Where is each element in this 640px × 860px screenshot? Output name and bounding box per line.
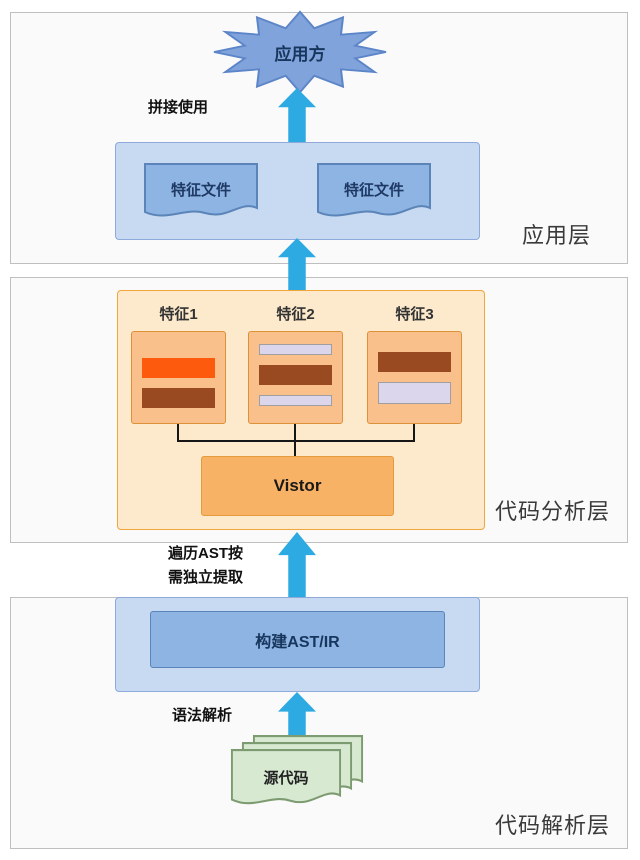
connector-line [294,424,296,441]
source-code-stack: 源代码 [230,735,370,824]
feature-file-document-2: 特征文件 [316,162,432,226]
application-layer-label: 应用层 [522,223,592,248]
connector-line [413,424,415,441]
document-shape-icon [317,163,431,217]
application-consumer-star: 应用方 [212,10,388,94]
starburst-shape-icon [213,10,387,94]
feature-3-label: 特征3 [395,306,434,323]
visitor-label: Vistor [273,476,322,495]
feature-2-label: 特征2 [276,306,315,323]
feature-2-bar-brown [259,365,332,385]
parse-caption: 语法解析 [172,707,233,724]
parsing-layer-label: 代码解析层 [495,813,611,838]
splice-caption: 拼接使用 [147,99,208,116]
feature-file-label: 特征文件 [170,182,231,199]
traverse-caption-line2: 需独立提取 [168,569,244,586]
feature-1-bar-orange [142,358,215,378]
feature-file-document-1: 特征文件 [143,162,259,226]
star-label: 应用方 [274,45,326,64]
traverse-caption-line1: 遍历AST按 [168,545,244,562]
feature-3-bar-lavender [378,382,451,404]
traverse-caption: 遍历AST按 需独立提取 [168,542,278,590]
source-code-page-front: 源代码 [230,748,342,814]
visitor-box: Vistor [201,456,394,516]
feature-2-box [248,331,343,424]
feature-3-box [367,331,462,424]
feature-file-label: 特征文件 [343,182,404,199]
connector-line [177,424,179,441]
feature-1-box [131,331,226,424]
connector-line [177,440,415,442]
feature-1-label: 特征1 [159,306,198,323]
source-code-label: 源代码 [263,770,309,787]
feature-2-bar-lavender-top [259,344,332,355]
build-ast-box: 构建AST/IR [150,611,445,668]
document-shape-icon [230,749,342,805]
feature-3-bar-brown [378,352,451,372]
feature-2-bar-lavender-bottom [259,395,332,406]
feature-1-bar-brown [142,388,215,408]
document-shape-icon [144,163,258,217]
connector-line [294,441,296,456]
analysis-layer-label: 代码分析层 [495,499,611,524]
build-ast-label: 构建AST/IR [255,633,340,651]
